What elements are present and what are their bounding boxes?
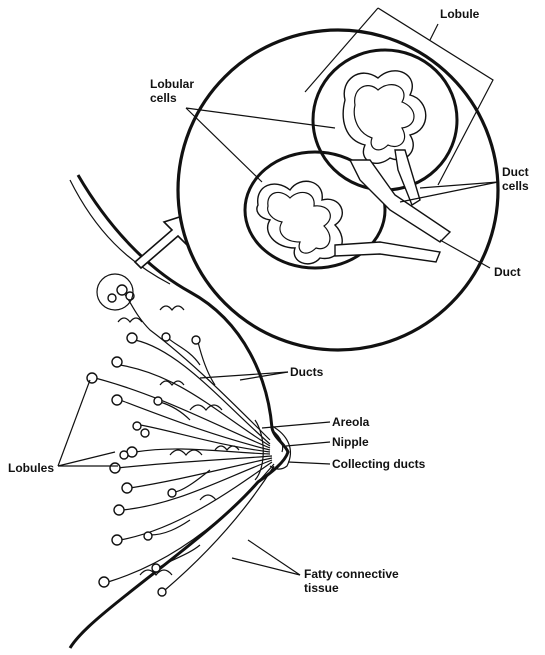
label-duct-cells-2: cells — [502, 179, 529, 193]
label-lobular-cells-1: Lobular — [150, 77, 194, 91]
label-fatty-1: Fatty connective — [304, 567, 399, 581]
label-ducts: Ducts — [290, 365, 324, 379]
duct-tree — [95, 295, 274, 590]
label-collecting-ducts: Collecting ducts — [332, 457, 426, 471]
label-lobules: Lobules — [8, 461, 54, 475]
fatty-tissue — [118, 306, 239, 575]
label-areola: Areola — [332, 415, 370, 429]
label-duct-cells-1: Duct — [502, 165, 529, 179]
label-duct: Duct — [494, 265, 521, 279]
label-lobule: Lobule — [440, 7, 480, 21]
magnified-view — [178, 30, 498, 350]
label-lobular-cells-2: cells — [150, 91, 177, 105]
label-fatty-2: tissue — [304, 581, 339, 595]
label-nipple: Nipple — [332, 435, 369, 449]
